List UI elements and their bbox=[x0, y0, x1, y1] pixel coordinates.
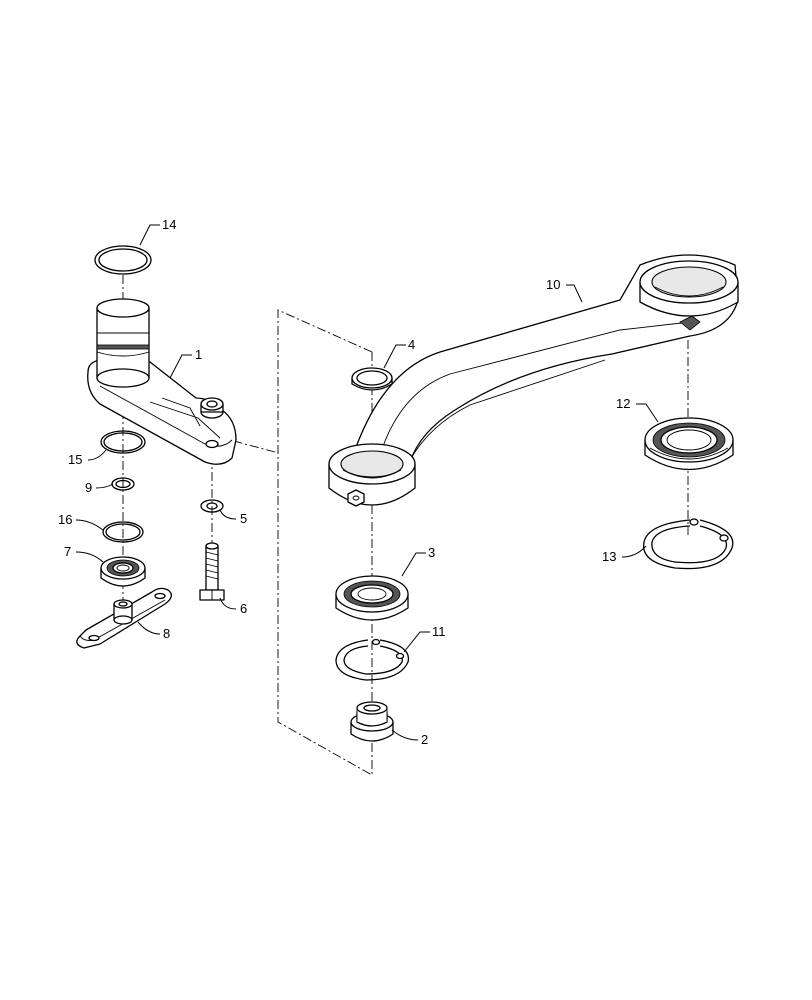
part-11-retaining-ring bbox=[335, 638, 410, 681]
leader-12 bbox=[636, 403, 659, 423]
part-13-retaining-ring bbox=[642, 518, 734, 570]
leader-11 bbox=[403, 631, 430, 653]
part-12-bearing bbox=[644, 417, 734, 471]
leader-1 bbox=[169, 354, 192, 379]
leader-15 bbox=[87, 449, 107, 461]
part-6-bolt bbox=[199, 542, 225, 601]
callout-1: 1 bbox=[195, 347, 202, 362]
leader-lines bbox=[75, 224, 659, 741]
part-4-bushing bbox=[351, 367, 393, 391]
callout-8: 8 bbox=[163, 626, 170, 641]
callout-11: 11 bbox=[432, 624, 446, 639]
part-16-retaining-ring bbox=[102, 521, 144, 543]
callout-6: 6 bbox=[240, 601, 247, 616]
callout-7: 7 bbox=[64, 544, 71, 559]
part-5-washer bbox=[200, 499, 224, 513]
leader-14 bbox=[139, 224, 160, 246]
callout-4: 4 bbox=[408, 337, 415, 352]
leader-3 bbox=[401, 552, 426, 577]
leader-9 bbox=[95, 483, 114, 489]
part-10-steering-arm bbox=[328, 254, 739, 507]
leader-8 bbox=[137, 621, 161, 635]
part-14-seal-ring bbox=[94, 245, 152, 275]
part-7-bearing bbox=[100, 556, 146, 587]
callout-14: 14 bbox=[162, 217, 176, 232]
callout-3: 3 bbox=[428, 545, 435, 560]
part-1-pivot-arm bbox=[87, 298, 237, 465]
part-3-bearing bbox=[335, 575, 409, 621]
part-15-snap-ring bbox=[100, 430, 146, 454]
leader-6 bbox=[219, 597, 237, 610]
callout-5: 5 bbox=[240, 511, 247, 526]
leader-4 bbox=[383, 344, 406, 369]
callout-16: 16 bbox=[58, 512, 72, 527]
leader-5 bbox=[219, 509, 237, 520]
callout-12: 12 bbox=[616, 396, 630, 411]
part-8-link-plate bbox=[76, 587, 172, 649]
leader-7 bbox=[75, 551, 104, 563]
axis-link-a bbox=[229, 439, 276, 453]
leader-13 bbox=[621, 545, 647, 558]
part-2-bushing bbox=[350, 701, 394, 742]
callout-10: 10 bbox=[546, 277, 560, 292]
leader-16 bbox=[75, 519, 104, 531]
callout-2: 2 bbox=[421, 732, 428, 747]
axis-assembly-bracket bbox=[277, 309, 373, 776]
leader-10 bbox=[566, 284, 583, 303]
callout-9: 9 bbox=[85, 480, 92, 495]
callout-13: 13 bbox=[602, 549, 616, 564]
callout-15: 15 bbox=[68, 452, 82, 467]
callout-labels: 14 1 15 9 16 7 8 5 6 4 10 12 13 3 11 2 bbox=[58, 217, 630, 747]
leader-2 bbox=[391, 729, 419, 741]
